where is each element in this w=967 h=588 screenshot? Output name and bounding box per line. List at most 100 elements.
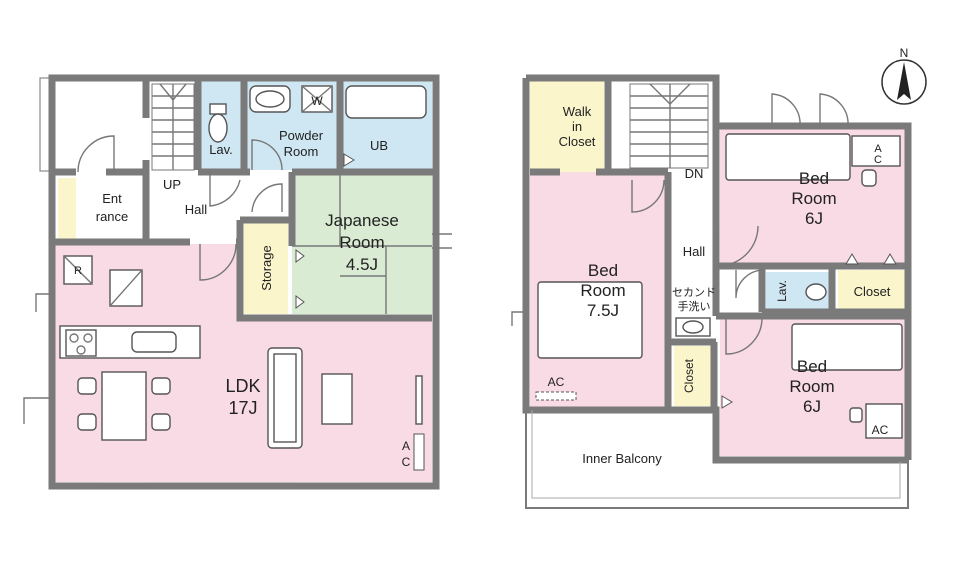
- japanese-room: [292, 174, 432, 314]
- ldk-label-2: 17J: [228, 398, 257, 418]
- bed6b-label-3: 6J: [803, 397, 821, 416]
- floor-1: Ent rance UP Hall Lav. Powder Room W UB …: [23, 74, 452, 490]
- ac-top-box: [851, 135, 901, 167]
- hall-label-1f: Hall: [185, 202, 208, 217]
- balcony-label: Inner Balcony: [582, 451, 662, 466]
- ub-label: UB: [370, 138, 388, 153]
- bed6a-label-3: 6J: [805, 209, 823, 228]
- bed75-door: [631, 179, 665, 213]
- ldk-door: [199, 243, 237, 281]
- dn-label: DN: [685, 166, 704, 181]
- sink-bowl: [255, 90, 285, 108]
- bedroom-walls: [712, 126, 908, 320]
- entrance-walls: [52, 78, 150, 246]
- ac-top-label-1: A: [874, 143, 882, 155]
- outer-wall-1f: [48, 74, 440, 490]
- hall-2f-door: [717, 225, 759, 267]
- north-arrow-icon: [897, 62, 911, 100]
- storage-room: [244, 220, 288, 314]
- lav-door: [209, 172, 241, 207]
- storage-label: Storage: [259, 245, 274, 291]
- wet-walls: [194, 78, 436, 176]
- ac-unit-1f: [413, 433, 425, 471]
- ac-label-1f-2: C: [402, 455, 411, 469]
- second-sink-label-2: 手洗い: [678, 299, 711, 313]
- bed6a-door-2: [819, 93, 849, 127]
- closet-walls: [670, 338, 718, 410]
- porch-area: [52, 78, 146, 171]
- japanese-label-1: Japanese: [325, 211, 399, 230]
- powder-label-1: Powder: [279, 128, 324, 143]
- kitchen-sink: [131, 331, 177, 353]
- chair: [77, 413, 97, 431]
- japanese-label-3: 4.5J: [346, 255, 378, 274]
- bed6b-door: [725, 317, 763, 355]
- ac-bottom-label: AC: [872, 423, 889, 437]
- bed6b-label-1: Bed: [797, 357, 827, 376]
- chair: [77, 377, 97, 395]
- lamp-top: [861, 169, 877, 187]
- tv: [415, 375, 423, 425]
- entrance-door: [77, 135, 115, 173]
- lav-2f-door: [735, 269, 765, 299]
- lav-label-2f: Lav.: [775, 280, 789, 302]
- bed6a-label-2: Room: [791, 189, 836, 208]
- compass-n-label: N: [900, 46, 909, 60]
- bed6a-door-1: [771, 93, 801, 127]
- stove: [65, 329, 97, 357]
- entrance-label-2: rance: [96, 209, 129, 224]
- compass: N: [881, 46, 927, 105]
- walkin-walls: [530, 78, 672, 410]
- floor-2: Walk in Closet DN Hall Bed Room 7.5J Bed…: [511, 74, 912, 509]
- bed6b-label-2: Room: [789, 377, 834, 396]
- walkin-closet: [530, 80, 604, 172]
- closet-left-label: Closet: [682, 358, 696, 393]
- closet-right: [838, 270, 906, 312]
- entrance-label-1: Ent: [102, 191, 122, 206]
- walkin-label-3: Closet: [559, 134, 596, 149]
- bed75-label-1: Bed: [588, 261, 618, 280]
- coffee-table: [321, 373, 353, 425]
- storage-walls: [236, 172, 432, 322]
- toilet-1f: [208, 103, 228, 143]
- up-label: UP: [163, 177, 181, 192]
- window-jp: [432, 233, 452, 249]
- chair: [151, 377, 171, 395]
- tatami-lines: [292, 174, 432, 314]
- closet-left: [674, 346, 712, 406]
- side-doors: [23, 293, 52, 424]
- toilet-2f: [805, 283, 827, 301]
- bed-6b: [791, 323, 903, 371]
- bed6a-label-1: Bed: [799, 169, 829, 188]
- lamp-bottom: [849, 407, 863, 423]
- ldk-label-1: LDK: [225, 376, 260, 396]
- japanese-label-2: Room: [339, 233, 384, 252]
- refrigerator-label: R: [74, 265, 82, 277]
- balcony-rail: [525, 410, 909, 509]
- ac-left-label: AC: [548, 375, 565, 389]
- chair: [151, 413, 171, 431]
- ac-top-label-2: C: [874, 154, 882, 166]
- stairs-2f: [629, 83, 709, 169]
- closet-right-label: Closet: [854, 284, 891, 299]
- shoe-storage: [58, 178, 76, 240]
- bed-75: [537, 281, 643, 359]
- hall-door: [251, 183, 283, 213]
- ac-unit-left: [535, 391, 577, 401]
- bed-6a: [725, 133, 851, 181]
- bathtub: [345, 85, 427, 119]
- powder-door: [251, 139, 283, 171]
- second-sink-label-1: セカンド: [672, 286, 716, 299]
- washer-label: W: [311, 94, 323, 108]
- window-2f: [511, 311, 526, 326]
- hall-label-2f: Hall: [683, 244, 706, 259]
- walkin-label-2: in: [572, 119, 582, 134]
- walkin-label-1: Walk: [563, 104, 592, 119]
- powder-label-2: Room: [284, 144, 319, 159]
- dining-table: [101, 371, 147, 441]
- ac-bottom-box: [865, 403, 903, 439]
- bed75-label-3: 7.5J: [587, 301, 619, 320]
- sofa-seat: [273, 353, 297, 443]
- stairs-1f: [151, 83, 195, 171]
